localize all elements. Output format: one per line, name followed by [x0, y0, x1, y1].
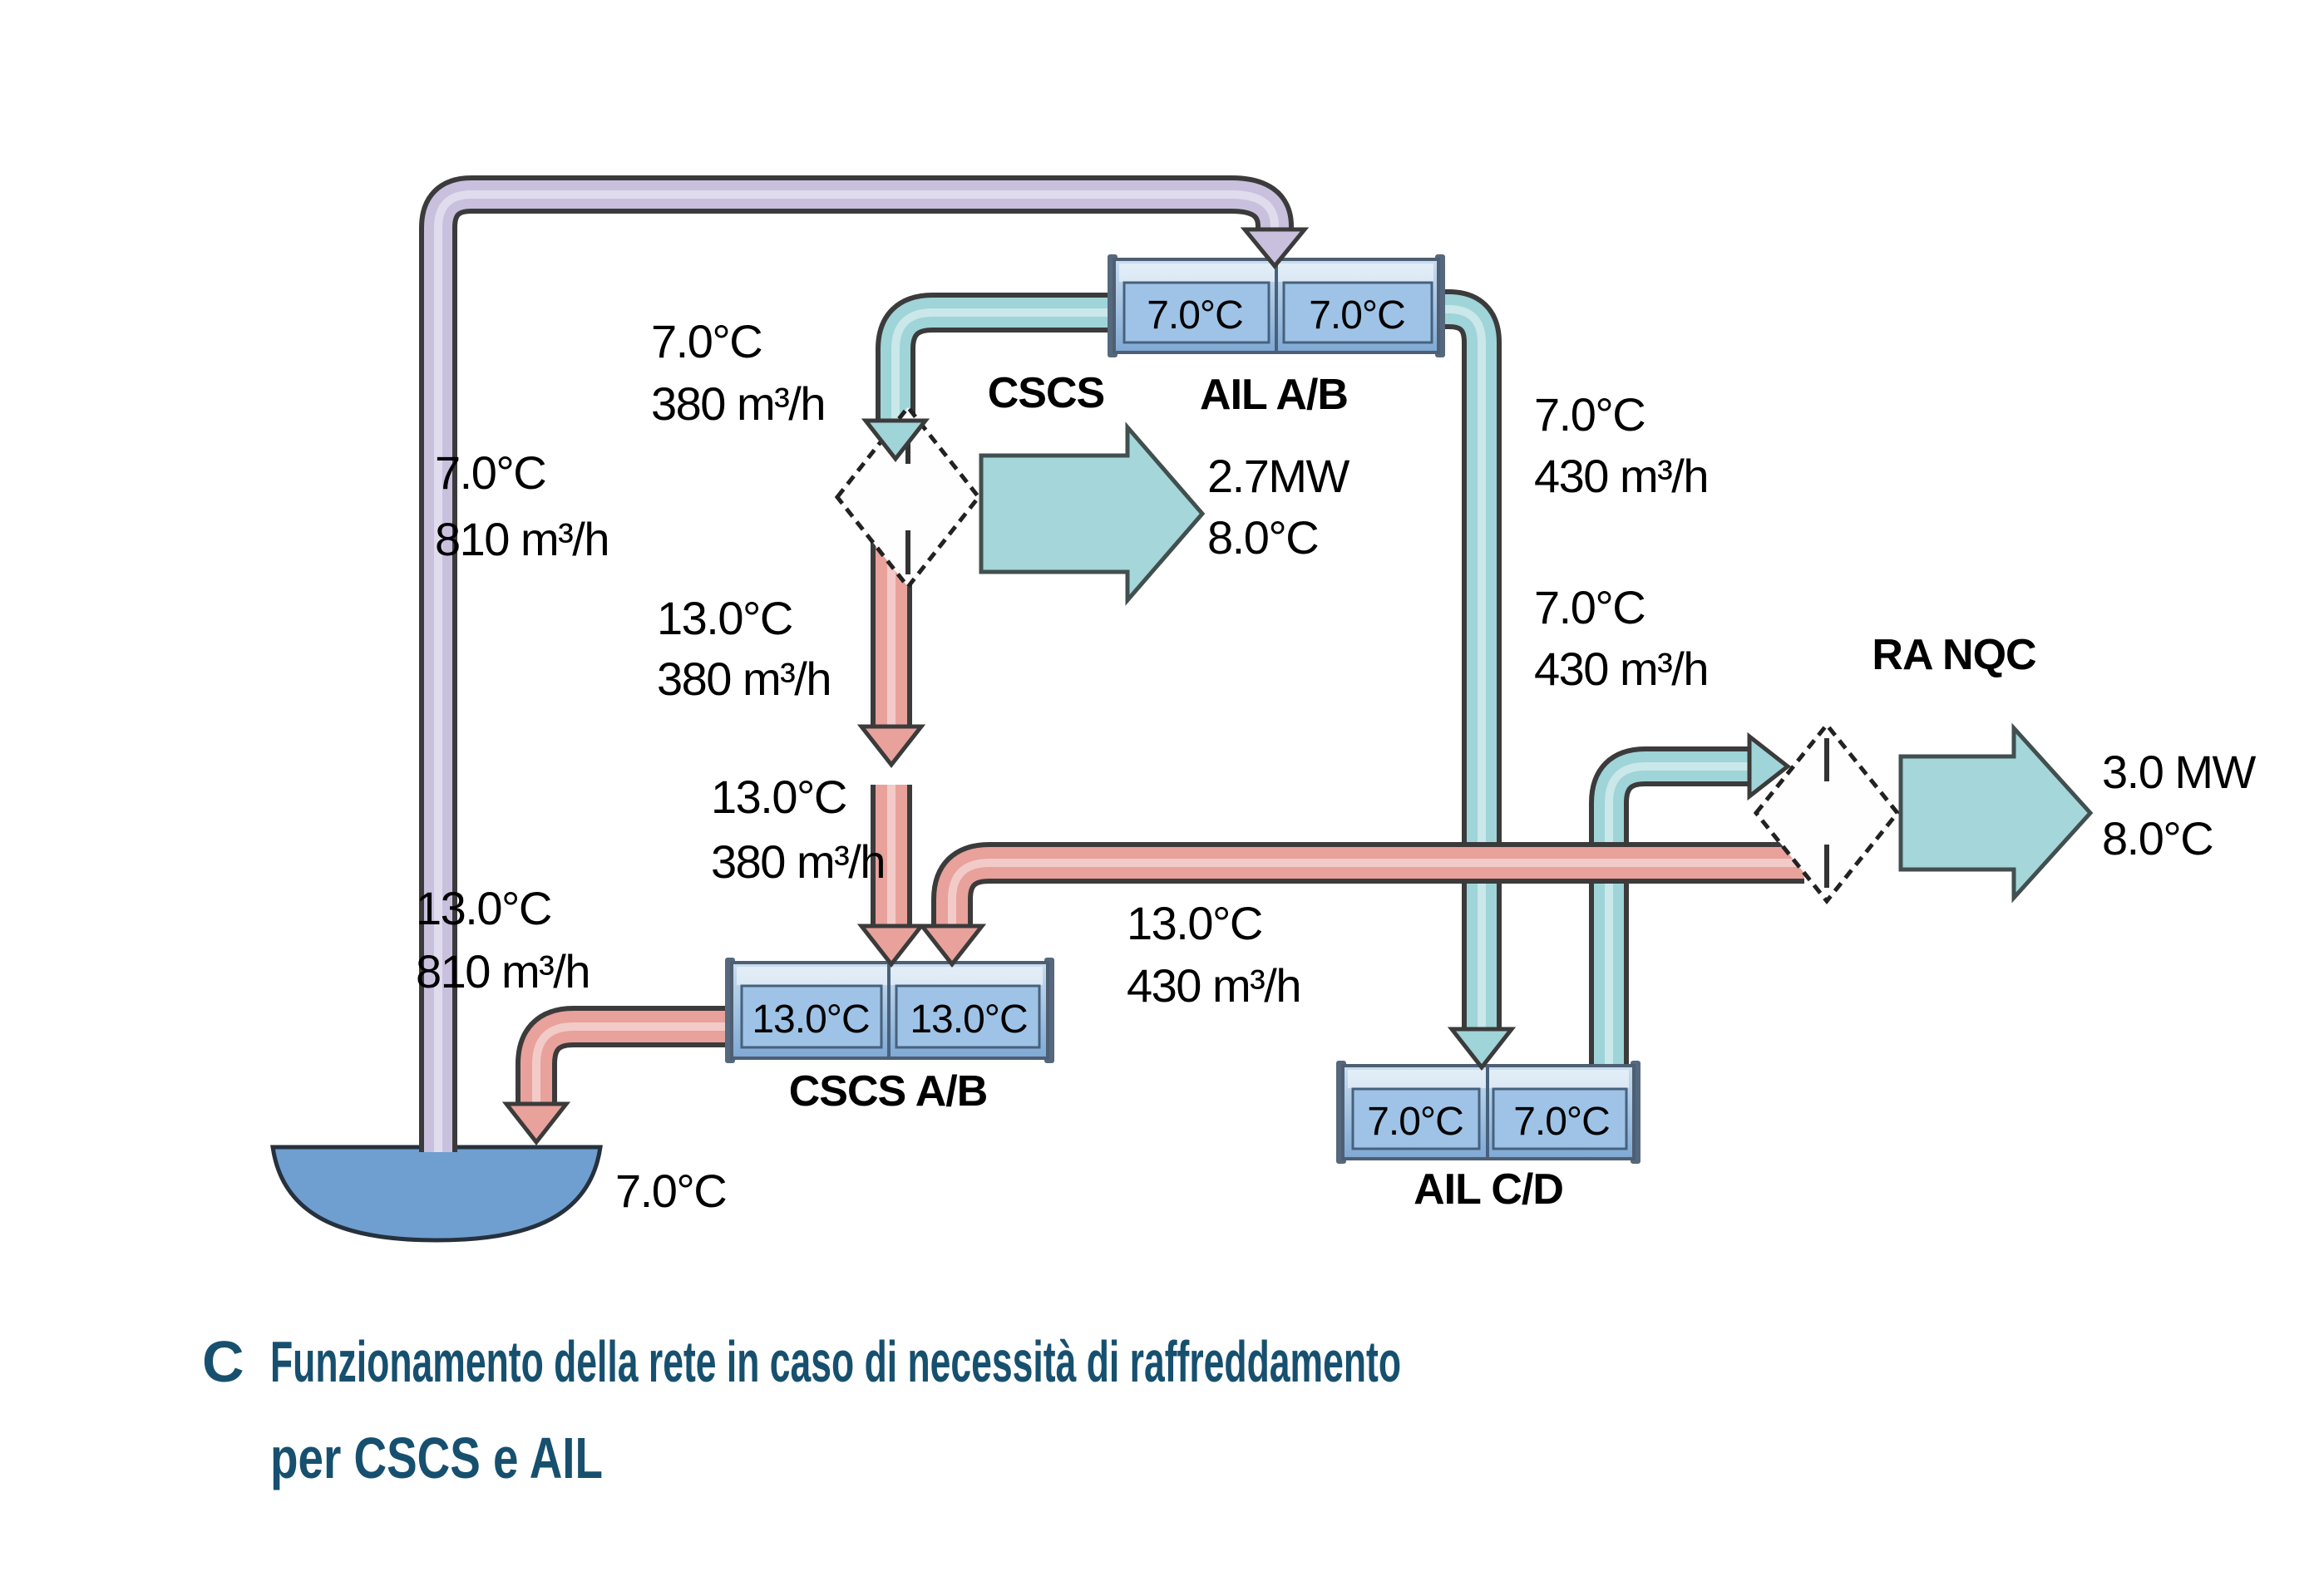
- pipe-cscsab-to-lake: [516, 1006, 735, 1106]
- exchanger-diamond-shape: [1753, 722, 1901, 904]
- box-cell-right: [895, 984, 1041, 1049]
- cscs-output-arrow: [979, 421, 1206, 606]
- cscsab-unit-label: CSCS A/B: [789, 1067, 988, 1116]
- flow-label-lake-return-temp: 13.0°C: [416, 882, 551, 934]
- arrowhead-cscs-return-upper: [856, 724, 926, 769]
- ailcd-cell-right-value: 7.0°C: [1513, 1100, 1610, 1144]
- arrowhead-ailab-to-cscs: [861, 418, 930, 463]
- flow-label-lake-supply-temp: 7.0°C: [435, 446, 545, 499]
- caption-line2: per CSCS e AIL: [270, 1426, 603, 1490]
- pipe-body: [424, 180, 1289, 1152]
- pipe-body: [936, 847, 1804, 928]
- unit-box-cscs-ab: [725, 958, 1054, 1063]
- lake-basin-shape: [270, 1145, 603, 1243]
- pipe-body: [881, 298, 1116, 422]
- pipe-body: [1594, 751, 1753, 1067]
- arrowhead-cscs-return-lower: [856, 924, 926, 968]
- pipe-highlight: [532, 1022, 735, 1106]
- flow-label-cscs-return-upper-temp: 13.0°C: [657, 592, 792, 644]
- box-cell-right: [1492, 1087, 1628, 1150]
- arrowhead-ailcd-to-ranqc: [1747, 732, 1792, 801]
- ailab-unit-label: AIL A/B: [1200, 371, 1348, 419]
- flow-label-cscs-supply-rate: 380 m³/h: [651, 377, 825, 430]
- flow-label-ail-supply-rate: 430 m³/h: [1534, 450, 1708, 502]
- box-cell-right: [1282, 281, 1433, 344]
- ailab-cell-left-value: 7.0°C: [1147, 293, 1243, 337]
- flow-label-ranqc-return-temp: 13.0°C: [1127, 897, 1262, 949]
- unit-box-ail-ab: [1108, 254, 1445, 357]
- pipe-highlight: [434, 190, 1279, 1152]
- flow-label-cscs-supply-temp: 7.0°C: [651, 315, 762, 367]
- pipe-ranqc-to-cscsab: [931, 842, 1804, 928]
- flow-label-ranqc-supply-rate: 430 m³/h: [1534, 643, 1708, 695]
- flow-label-cscs-return-lower-rate: 380 m³/h: [711, 835, 885, 888]
- cscsab-cell-left-value: 13.0°C: [752, 998, 869, 1042]
- box-cell-left: [740, 984, 883, 1049]
- flow-label-ail-supply-temp: 7.0°C: [1534, 388, 1645, 441]
- pipe-highlight: [1605, 762, 1753, 1067]
- caption-index: C: [202, 1329, 244, 1394]
- pipe-lake-to-ailab: [419, 175, 1294, 1152]
- flow-label-cscs-return-lower-temp: 13.0°C: [711, 771, 846, 823]
- arrowhead-ranqc-to-cscsab: [917, 924, 987, 968]
- pipe-highlight: [948, 859, 1804, 928]
- ranqc-output-arrow: [1898, 722, 2094, 904]
- cscs-output-power: 2.7MW: [1207, 450, 1349, 502]
- cscs-exchanger-label: CSCS: [988, 369, 1104, 417]
- cscs-output-temp: 8.0°C: [1207, 511, 1318, 564]
- ailcd-unit-label: AIL C/D: [1414, 1165, 1563, 1214]
- cscsab-cell-right-value: 13.0°C: [910, 998, 1027, 1042]
- pipe-ailab-to-ailcd: [1437, 289, 1502, 1031]
- arrowhead-ailab-to-ailcd: [1447, 1027, 1517, 1071]
- pipe-ailcd-to-ranqc: [1589, 746, 1753, 1067]
- pipe-body: [521, 1011, 735, 1106]
- arrowhead-lake-to-ailab: [1240, 227, 1310, 269]
- box-cell-left: [1122, 281, 1270, 344]
- pipe-outline: [1589, 746, 1753, 1067]
- ailcd-cell-left-value: 7.0°C: [1367, 1100, 1463, 1144]
- ranqc-exchanger-diamond: [1753, 722, 1901, 904]
- ranqc-output-power: 3.0 MW: [2102, 746, 2257, 798]
- lake-basin: [270, 1145, 603, 1243]
- arrowhead-cscsab-to-lake: [501, 1101, 571, 1146]
- ranqc-output-temp: 8.0°C: [2102, 812, 2213, 864]
- flow-label-ranqc-return-rate: 430 m³/h: [1127, 959, 1300, 1012]
- ailab-cell-right-value: 7.0°C: [1309, 293, 1405, 337]
- pipe-highlight: [1437, 305, 1486, 1031]
- unit-box-ail-cd: [1336, 1061, 1641, 1164]
- flow-label-lake-return-rate: 810 m³/h: [416, 945, 590, 998]
- caption-line1: Funzionamento della rete in caso di nece…: [270, 1329, 1401, 1394]
- flow-label-lake-supply-rate: 810 m³/h: [435, 513, 609, 565]
- lake-temp-label: 7.0°C: [615, 1165, 726, 1217]
- ranqc-exchanger-label: RA NQC: [1872, 631, 2036, 679]
- flow-label-ranqc-supply-temp: 7.0°C: [1534, 581, 1645, 633]
- flow-label-cscs-return-upper-rate: 380 m³/h: [657, 653, 831, 705]
- pipe-highlight: [891, 308, 1116, 422]
- pipe-ailab-to-cscs: [876, 293, 1116, 422]
- pipe-body: [1437, 294, 1497, 1031]
- box-cell-left: [1351, 1087, 1481, 1150]
